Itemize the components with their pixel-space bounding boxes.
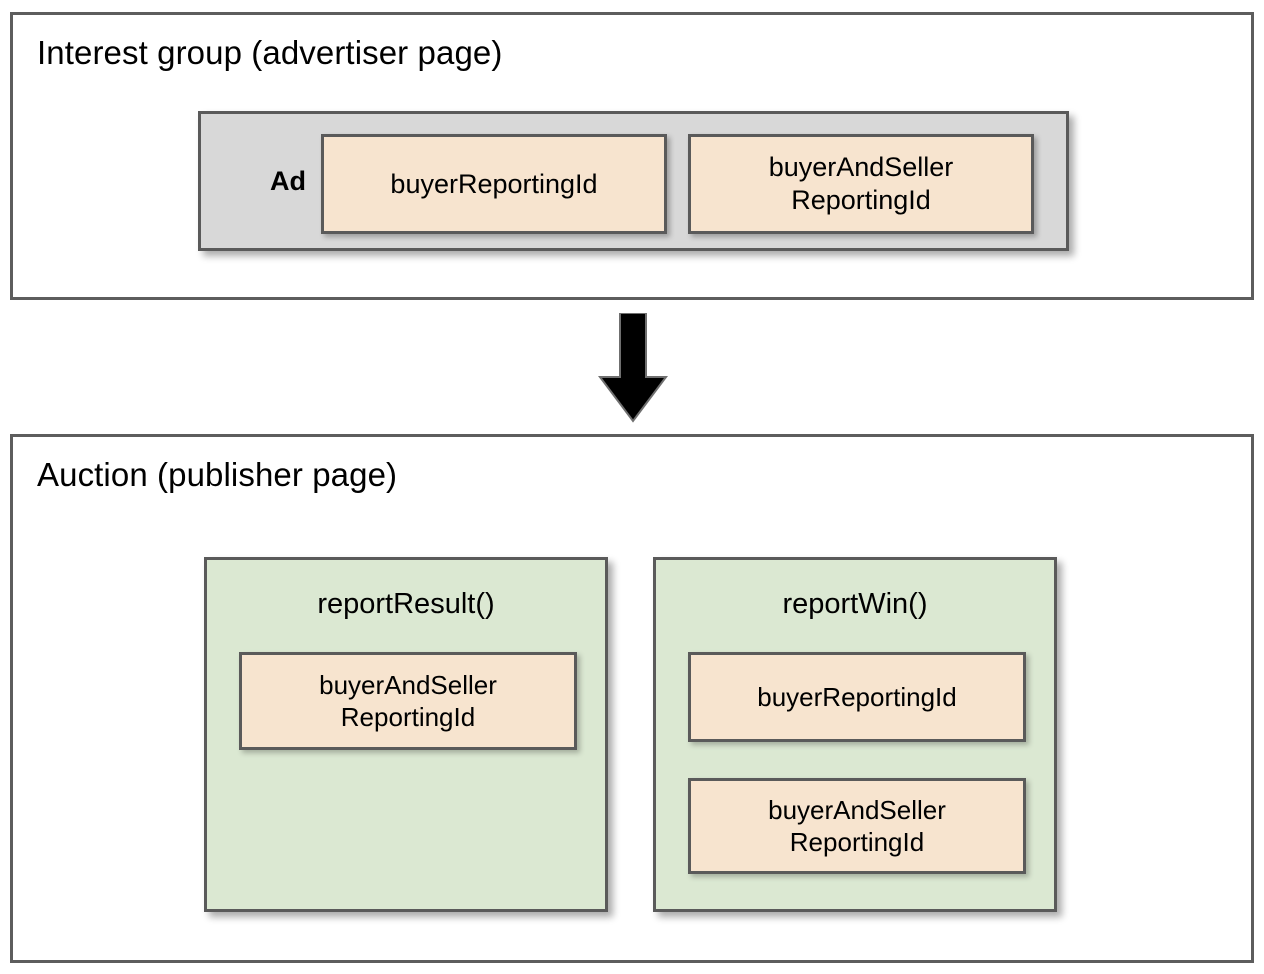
report-result-title: reportResult()	[317, 588, 495, 620]
ad-container-box: Ad buyerReportingId buyerAndSeller Repor…	[198, 111, 1069, 251]
report-win-chip-buyer-reporting-id: buyerReportingId	[688, 652, 1026, 742]
chip-buyer-and-seller-reporting-id: buyerAndSeller ReportingId	[688, 134, 1034, 234]
chip-line-2: ReportingId	[789, 827, 925, 857]
report-win-chip-buyer-and-seller-reporting-id: buyerAndSeller ReportingId	[688, 778, 1026, 874]
report-win-chip-buyer-reporting-id-label: buyerReportingId	[757, 682, 957, 712]
chip-buyer-reporting-id: buyerReportingId	[321, 134, 667, 234]
report-win-title: reportWin()	[782, 588, 928, 620]
ad-label: Ad	[270, 166, 306, 196]
chip-line-1: buyerAndSeller	[319, 670, 497, 700]
auction-panel-title: Auction (publisher page)	[37, 456, 398, 493]
report-result-box: reportResult() buyerAndSeller ReportingI…	[204, 557, 608, 912]
interest-group-panel-title: Interest group (advertiser page)	[37, 34, 503, 71]
chip-buyer-reporting-id-label: buyerReportingId	[390, 168, 598, 199]
chip-line-1: buyerAndSeller	[768, 152, 954, 182]
report-result-chip-buyer-and-seller-reporting-id: buyerAndSeller ReportingId	[239, 652, 577, 750]
chip-line-2: ReportingId	[791, 185, 931, 215]
chip-line-2: ReportingId	[340, 702, 476, 732]
report-result-chip-label: buyerAndSeller ReportingId	[311, 669, 505, 733]
auction-panel: Auction (publisher page) reportResult() …	[10, 434, 1254, 963]
chip-line-1: buyerAndSeller	[768, 795, 946, 825]
chip-buyer-and-seller-reporting-id-label: buyerAndSeller ReportingId	[761, 151, 962, 217]
report-win-box: reportWin() buyerReportingId buyerAndSel…	[653, 557, 1057, 912]
report-win-chip-buyer-and-seller-reporting-id-label: buyerAndSeller ReportingId	[760, 794, 954, 858]
interest-group-panel: Interest group (advertiser page) Ad buye…	[10, 12, 1254, 300]
down-arrow-icon	[598, 312, 668, 423]
